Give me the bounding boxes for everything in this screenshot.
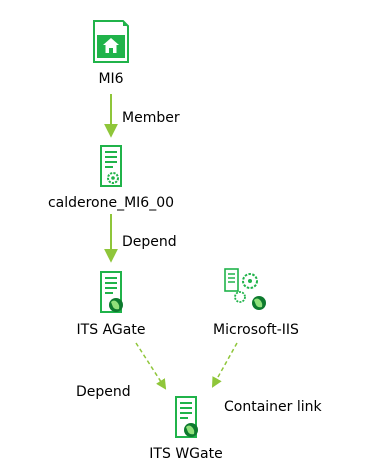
edge-label-container-link: Container link (224, 399, 323, 415)
node-calderone[interactable]: calderone_MI6_00 (48, 145, 174, 211)
edge-label-depend-dashed: Depend (76, 384, 131, 400)
node-label-its-wgate: ITS WGate (149, 446, 222, 462)
edge-member[interactable]: Member (104, 94, 180, 138)
config-document-icon (100, 145, 122, 187)
node-microsoft-iis[interactable]: Microsoft-IIS (213, 268, 299, 338)
web-service-config-icon (224, 268, 266, 310)
edge-depend-agate-wgate[interactable]: Depend (76, 342, 167, 400)
node-label-its-agate: ITS AGate (77, 322, 146, 338)
node-label-mi6: MI6 (98, 71, 123, 87)
web-document-icon (100, 271, 123, 313)
node-mi6[interactable]: MI6 (93, 20, 129, 87)
edge-label-depend: Depend (122, 234, 177, 250)
home-document-icon (93, 20, 129, 63)
node-label-calderone: calderone_MI6_00 (48, 195, 174, 211)
node-its-wgate[interactable]: ITS WGate (149, 396, 223, 462)
edge-depend-calderone-agate[interactable]: Depend (104, 214, 177, 263)
edge-label-member: Member (122, 110, 180, 126)
web-document-icon (175, 396, 198, 438)
node-its-agate[interactable]: ITS AGate (77, 271, 146, 338)
node-label-microsoft-iis: Microsoft-IIS (213, 322, 299, 338)
edge-container-link[interactable]: Container link (211, 342, 323, 415)
